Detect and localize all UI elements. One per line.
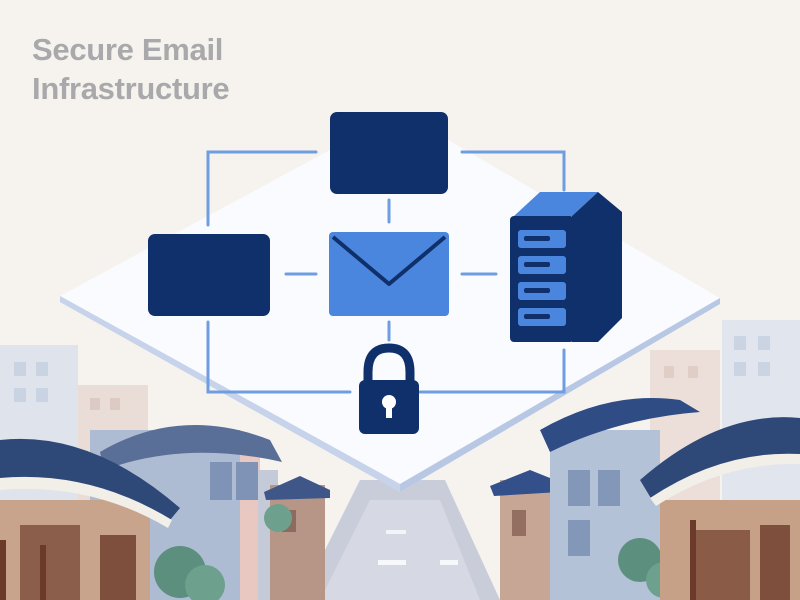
page-title: Secure Email Infrastructure [32,30,292,108]
mail-client-icon [330,112,448,194]
street [300,480,500,600]
server-icon [510,192,622,342]
title-line-2: Infrastructure [32,71,230,106]
device-icon [148,234,270,316]
envelope-icon [329,232,449,316]
right-hanok-buildings [490,398,800,600]
title-line-1: Secure Email [32,32,224,67]
padlock-icon [359,343,419,434]
left-hanok-buildings [0,425,330,600]
connector-lines [206,150,566,394]
